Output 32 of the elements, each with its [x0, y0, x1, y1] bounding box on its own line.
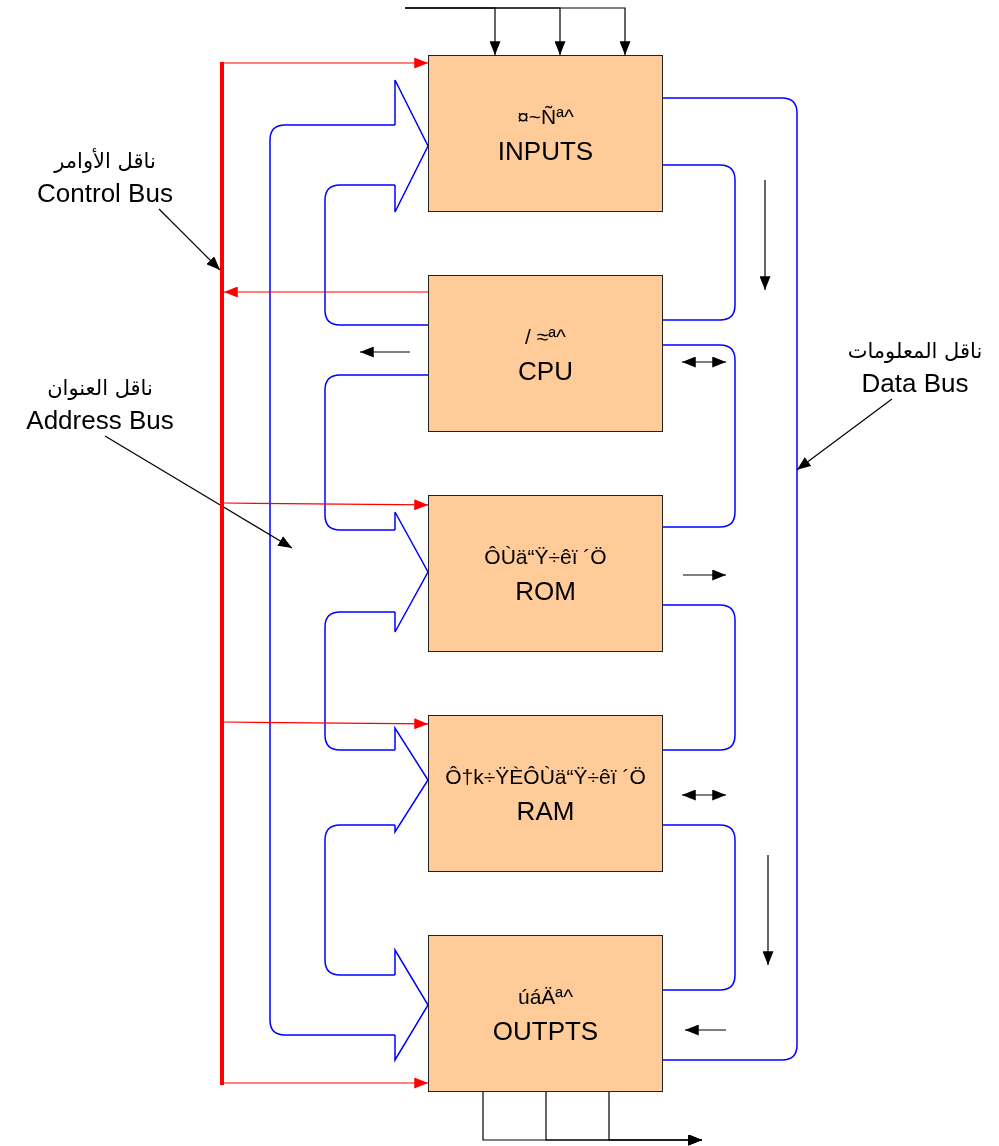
arrow	[223, 1077, 429, 1089]
arrow	[608, 1091, 703, 1146]
unit-label: / ≈ª^	[525, 323, 566, 350]
unit-label: RAM	[516, 794, 575, 828]
arrow	[223, 286, 429, 298]
unit-box	[428, 935, 663, 1092]
unit-label: ROM	[515, 574, 576, 608]
bus-label: Data Bus	[861, 367, 969, 399]
bus-label: Control Bus	[37, 177, 173, 209]
leader-line	[796, 398, 893, 471]
arrow	[404, 7, 631, 56]
unit-label: OUTPTS	[492, 1014, 599, 1048]
unit-label: ¤~Ñª^	[517, 103, 574, 130]
unit-label: Ô†k÷ŸÈÔÙä“Ÿ÷êï ´Ö	[445, 763, 646, 790]
arrow	[223, 718, 429, 730]
bus-outline	[662, 97, 798, 1061]
leader-line	[104, 435, 293, 549]
unit-box	[428, 275, 663, 432]
bus-label: Address Bus	[26, 404, 174, 436]
unit-label: INPUTS	[497, 134, 594, 168]
bus-label: ناقل المعلومات	[847, 338, 983, 365]
arrow	[223, 57, 429, 69]
bus-label: ناقل الأوامر	[54, 147, 156, 175]
arrow	[223, 499, 429, 511]
unit-label: ÔÙä“Ÿ÷êï ´Ö	[484, 543, 607, 570]
unit-box	[428, 55, 663, 212]
unit-label: CPU	[518, 354, 573, 388]
unit-box	[428, 495, 663, 652]
leader-line	[158, 208, 221, 271]
unit-box	[428, 715, 663, 872]
unit-label: úáÄª^	[518, 983, 573, 1010]
bus-label: ناقل العنوان	[47, 375, 153, 402]
